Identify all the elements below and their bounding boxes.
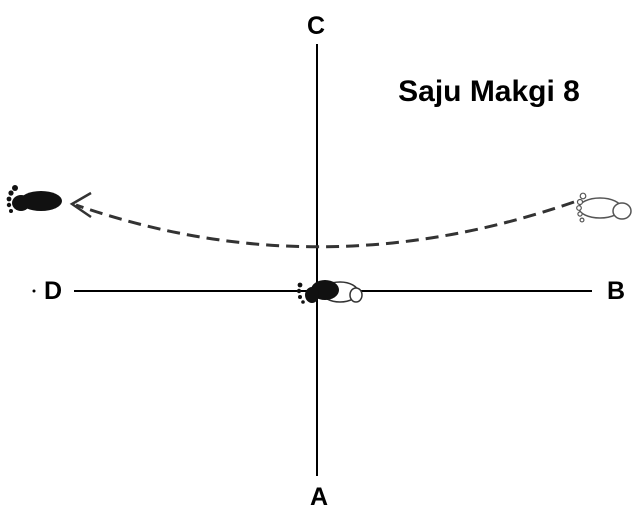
arrowhead <box>69 191 92 219</box>
movement-path <box>75 200 575 249</box>
center-solid-foot <box>296 280 339 304</box>
direction-label-b: B <box>607 277 625 305</box>
footprint-pair-icon <box>296 280 363 304</box>
dashed-arrow-icon <box>69 191 575 249</box>
direction-label-c: C <box>307 12 325 40</box>
footprint-solid-icon <box>6 185 62 213</box>
direction-label-d: D <box>44 277 62 305</box>
direction-label-a: A <box>310 483 328 511</box>
diagram-title: Saju Makgi 8 <box>398 75 580 108</box>
footprint-outline-icon <box>576 192 632 223</box>
direction-d-marker-dot <box>32 289 36 293</box>
